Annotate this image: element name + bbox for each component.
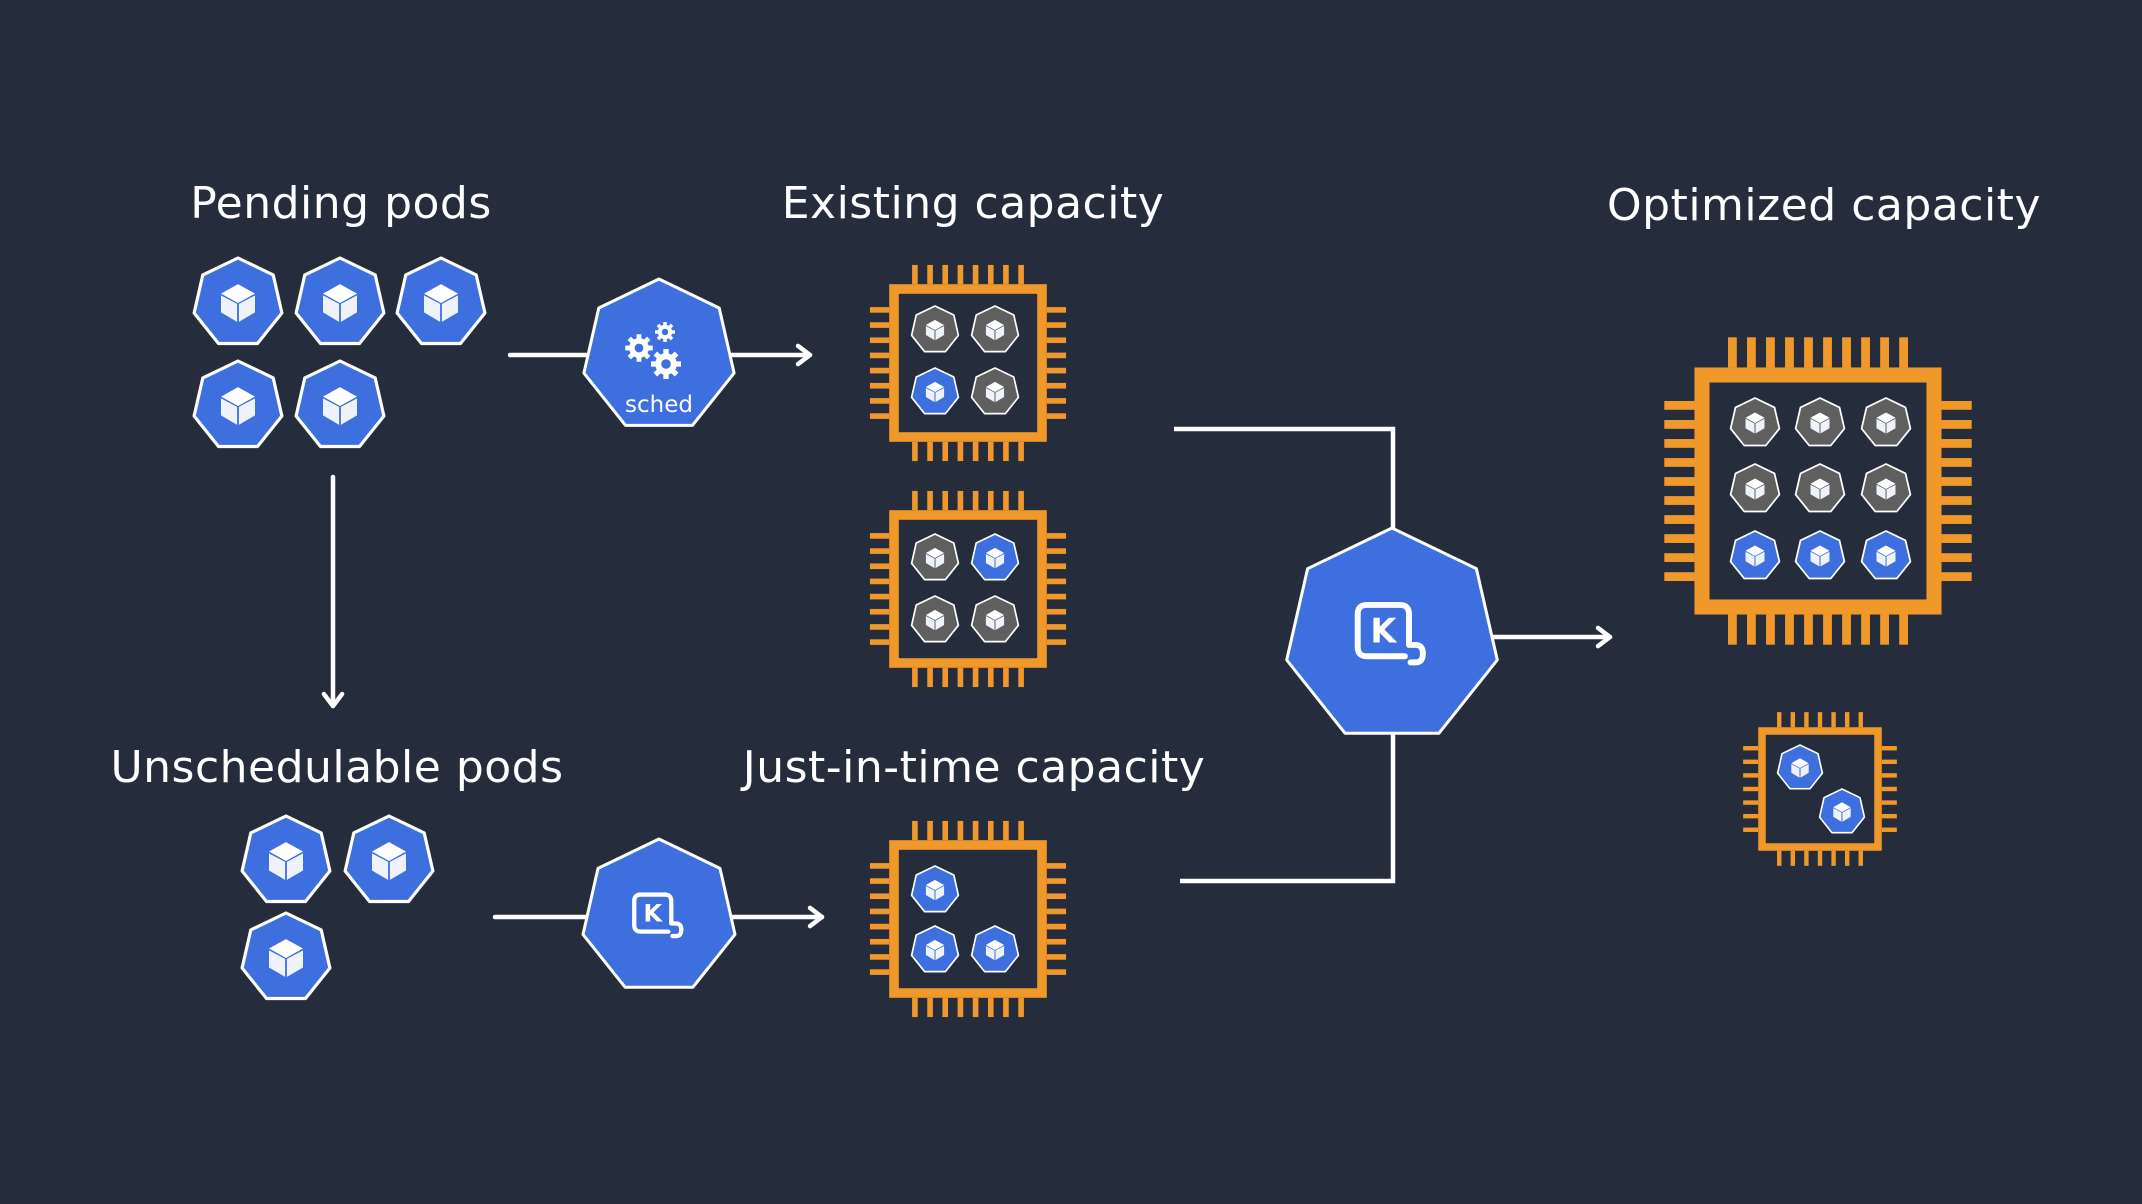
pod-icon (910, 595, 960, 643)
karpenter-icon: K (1285, 526, 1499, 735)
pod-icon (1794, 530, 1846, 580)
gear-icon (625, 334, 653, 362)
pod-icon (1729, 463, 1781, 513)
pod-icon (1729, 530, 1781, 580)
pending-pods-label: Pending pods (190, 178, 492, 229)
pod-icon (970, 533, 1020, 581)
karpenter-letter: K (643, 900, 663, 928)
node-chips (869, 264, 1972, 1018)
karpenter-letter: K (1370, 611, 1397, 650)
connector-existing (1174, 426, 1396, 560)
pod-icon (910, 925, 960, 973)
node-chip-icon (869, 490, 1067, 688)
arrow-icon (1487, 625, 1613, 649)
optimized-capacity-label: Optimized capacity (1607, 180, 2041, 231)
node-chip-icon (869, 264, 1067, 462)
pod-icon (1729, 397, 1781, 447)
pod-icon (240, 814, 332, 904)
gear-icon (651, 349, 681, 379)
connector-jit (1180, 720, 1396, 884)
pod-icon (1794, 463, 1846, 513)
node-chip-icon (1664, 337, 1972, 645)
pod-icon (1818, 788, 1866, 834)
pod-icon (970, 305, 1020, 353)
unschedulable-pods-label: Unschedulable pods (110, 742, 564, 793)
pod-icon (395, 256, 487, 346)
pod-icon (192, 359, 284, 449)
gear-icon (655, 322, 675, 342)
pod-icon (1860, 530, 1912, 580)
karpenter-logo-icon: K (632, 892, 684, 939)
pod-icon (294, 359, 386, 449)
pod-icon (910, 533, 960, 581)
karpenter-icon: K (581, 837, 737, 989)
pod-icon (970, 925, 1020, 973)
pod-icon (1776, 744, 1824, 790)
pod-icon (910, 865, 960, 913)
pod-icon (240, 911, 332, 1001)
node-chip-icon (869, 820, 1067, 1018)
just-in-time-capacity-label: Just-in-time capacity (742, 742, 1206, 793)
pod-icon (1860, 397, 1912, 447)
pod-icon (910, 367, 960, 415)
pod-groups (192, 256, 487, 1001)
scheduler-label: sched (625, 392, 693, 418)
node-chip-icon (1743, 712, 1897, 866)
pod-icon (294, 256, 386, 346)
pod-icon (970, 367, 1020, 415)
pod-icon (1860, 463, 1912, 513)
scheduler-icon: sched (582, 277, 736, 427)
pod-icon (192, 256, 284, 346)
pod-icon (1794, 397, 1846, 447)
pod-icon (343, 814, 435, 904)
arrow-icon (321, 474, 345, 709)
pod-icon (910, 305, 960, 353)
pod-icon (970, 595, 1020, 643)
existing-capacity-label: Existing capacity (781, 178, 1165, 229)
karpenter-logo-icon: K (1354, 601, 1426, 666)
